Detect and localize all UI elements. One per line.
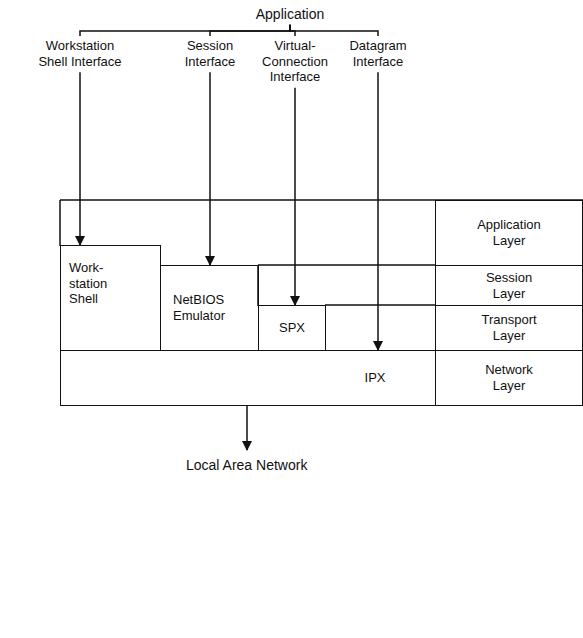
node-text: IPX: [355, 370, 395, 386]
layer-cell: Session Layer: [435, 265, 583, 306]
frame-line: [59, 200, 61, 246]
network-label: Local Area Network: [186, 457, 307, 473]
connector: [294, 88, 296, 305]
network-arrow: [246, 406, 248, 450]
layer-cell: Application Layer: [435, 200, 583, 266]
node-text: SPX: [262, 320, 322, 336]
connector: [377, 72, 379, 350]
layer-cell: Network Layer: [435, 350, 583, 406]
frame-line: [258, 264, 435, 266]
connector: [80, 25, 290, 36]
layer-cell: Transport Layer: [435, 305, 583, 351]
shell-box: Work-station Shell: [60, 245, 161, 351]
connector: [209, 72, 211, 265]
node-text: NetBIOS Emulator: [173, 292, 243, 323]
frame-line: [325, 304, 435, 306]
interface-label: Session Interface: [173, 38, 247, 69]
application-label: Application: [245, 6, 335, 23]
node-text: Session Layer: [473, 270, 545, 301]
node-text: Session Interface: [173, 38, 247, 69]
node-text: Application: [245, 6, 335, 23]
connector: [290, 25, 378, 36]
emulator-box: NetBIOS Emulator: [160, 265, 259, 351]
interface-label: Datagram Interface: [341, 38, 415, 69]
protocol-box: SPX: [258, 305, 326, 351]
node-text: Application Layer: [473, 217, 545, 248]
node-text: Datagram Interface: [341, 38, 415, 69]
interface-label: Virtual-Connection Interface: [256, 38, 334, 85]
connector: [79, 72, 81, 245]
node-text: Work-station Shell: [69, 260, 125, 307]
connector: [210, 25, 290, 36]
protocol-band: IPX: [60, 350, 436, 406]
node-text: Workstation Shell Interface: [38, 38, 122, 69]
node-text: Network Layer: [473, 362, 545, 393]
node-text: Virtual-Connection Interface: [256, 38, 334, 85]
node-text: Transport Layer: [473, 312, 545, 343]
interface-label: Workstation Shell Interface: [38, 38, 122, 69]
